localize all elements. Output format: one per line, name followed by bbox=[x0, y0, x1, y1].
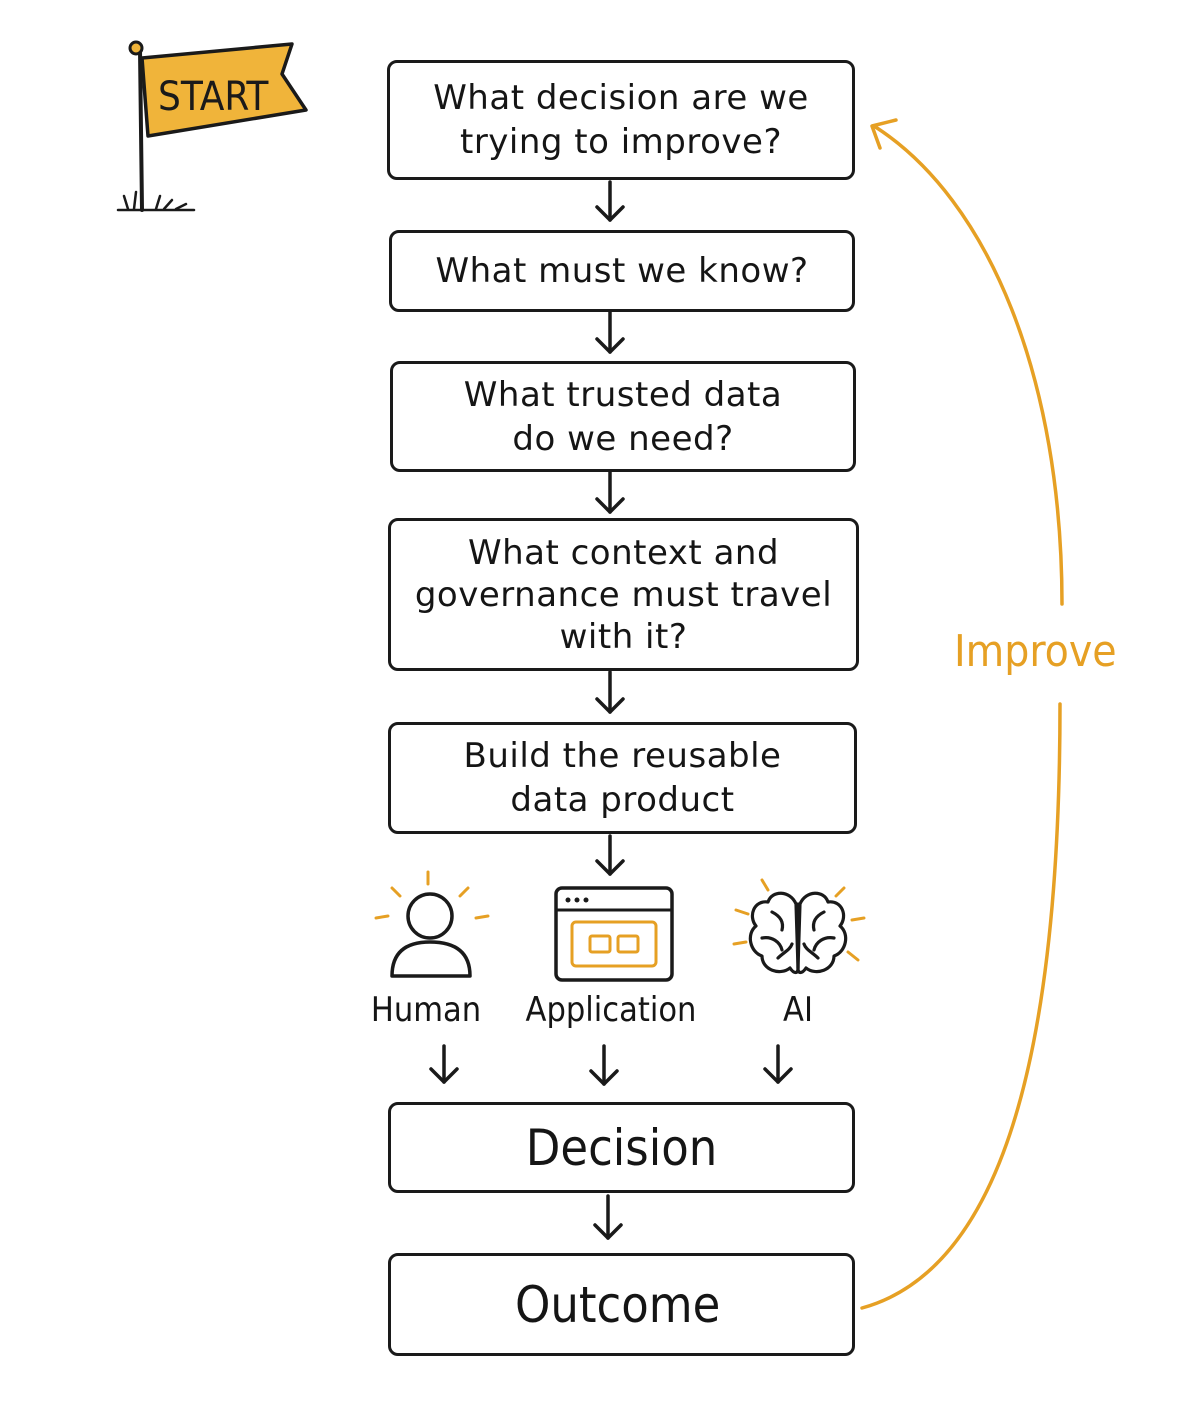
arrow-step1-step2 bbox=[595, 180, 625, 222]
arrow-human-decision bbox=[429, 1044, 459, 1084]
improve-loop-arrow bbox=[860, 118, 1064, 1310]
arrow-step5-actors bbox=[595, 834, 625, 876]
arrow-step3-step4 bbox=[595, 470, 625, 514]
arrow-ai-decision bbox=[763, 1044, 793, 1084]
person-icon bbox=[374, 870, 490, 978]
arrow-application-decision bbox=[589, 1044, 619, 1086]
step-governance-question: What context and governance must travel … bbox=[388, 518, 859, 671]
step-data-question: What trusted data do we need? bbox=[390, 361, 856, 472]
step-knowledge-question: What must we know? bbox=[389, 230, 855, 312]
start-label: START bbox=[158, 74, 269, 120]
outcome-box: Outcome bbox=[388, 1253, 855, 1356]
step-build-data-product: Build the reusable data product bbox=[388, 722, 857, 834]
step-decision-question: What decision are we trying to improve? bbox=[387, 60, 855, 180]
improve-label: Improve bbox=[954, 626, 1117, 677]
actor-label-application: Application bbox=[525, 990, 697, 1030]
start-flag-icon bbox=[116, 40, 308, 212]
arrow-step2-step3 bbox=[595, 310, 625, 354]
actor-label-ai: AI bbox=[783, 990, 813, 1030]
brain-icon bbox=[732, 878, 866, 975]
app-window-icon bbox=[554, 886, 674, 982]
arrow-decision-outcome bbox=[593, 1194, 623, 1240]
decision-box: Decision bbox=[388, 1102, 855, 1193]
outcome-label: Outcome bbox=[515, 1275, 721, 1334]
arrow-step4-step5 bbox=[595, 670, 625, 714]
actor-label-human: Human bbox=[370, 990, 482, 1030]
